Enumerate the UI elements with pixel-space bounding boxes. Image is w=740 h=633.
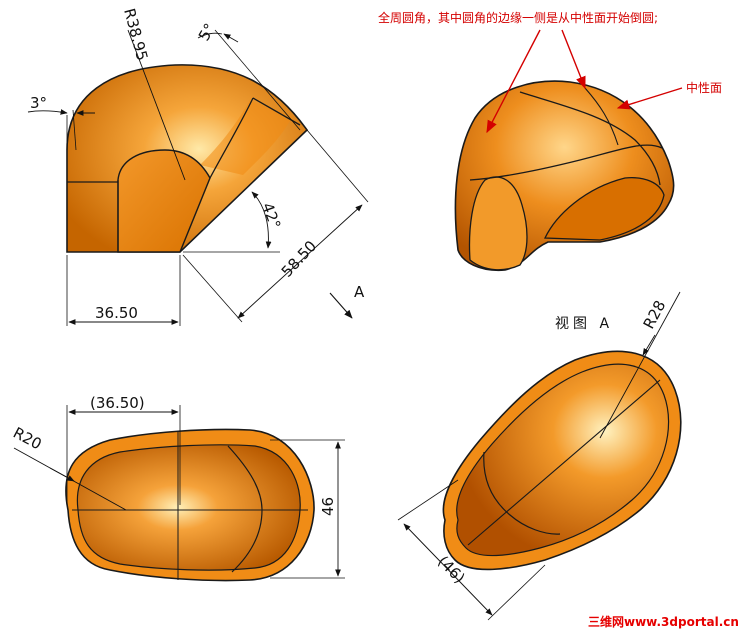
watermark: 三维网www.3dportal.cn <box>588 614 739 629</box>
deg42-arc <box>251 191 272 249</box>
iso-band-line <box>519 91 661 186</box>
r38-label: R38.95 <box>120 6 151 62</box>
deg3-arc <box>27 109 68 115</box>
r28-label: R28 <box>640 297 670 332</box>
note-arrow-2 <box>561 29 586 90</box>
front-view: 36.50 58.50 42° 3° 5° R38.95 A <box>27 6 369 326</box>
isometric-view: 全周圆角，其中圆角的边缘一侧是从中性面开始倒圆; 中性面 <box>378 10 722 272</box>
r38-leader <box>127 29 186 181</box>
d5850-label: 58.50 <box>278 237 320 281</box>
view-a-label: 视图 A <box>555 316 613 332</box>
iso-neutral-line <box>469 144 663 181</box>
r28-leader <box>599 291 681 439</box>
d5850-dimline <box>237 204 363 319</box>
iso-inner-left <box>468 176 528 271</box>
front-view-band <box>200 100 292 175</box>
front-view-flat-face <box>117 149 211 253</box>
d5850-ext-a <box>306 129 369 203</box>
d46-label: 46 <box>319 497 337 516</box>
d46-ref-dimline <box>403 523 493 616</box>
d3650-ref-label: (36.50) <box>90 394 145 412</box>
d46-ref-ext-b <box>487 564 546 621</box>
iso-inner-right <box>543 177 665 241</box>
deg5-arrow <box>223 33 239 43</box>
view-a-arrow-label: A <box>354 283 365 301</box>
d3650-label: 36.50 <box>95 304 138 322</box>
view-a-centerline <box>467 379 661 546</box>
d46-ref-ext-a <box>397 479 459 521</box>
fillet-note: 全周圆角，其中圆角的边缘一侧是从中性面开始倒圆; <box>378 10 658 25</box>
neutral-plane-label: 中性面 <box>686 80 722 95</box>
deg5-arc <box>197 32 223 39</box>
deg5-ref <box>214 29 301 131</box>
neutral-plane-arrow <box>616 87 683 110</box>
deg3-label: 3° <box>30 94 47 112</box>
iso-band-line-2 <box>584 87 619 146</box>
top-view: (36.50) R20 46 <box>10 394 345 582</box>
r20-arrow <box>49 467 75 482</box>
deg5-label: 5° <box>195 20 219 44</box>
note-arrow-1 <box>486 29 541 134</box>
view-a-edge <box>483 451 561 535</box>
deg42-label: 42° <box>258 200 284 231</box>
view-a-arrow <box>329 292 353 319</box>
r28-arrow <box>642 334 656 356</box>
d5850-ext-b <box>182 254 243 323</box>
deg3-ref2 <box>72 109 77 151</box>
view-a: 视图 A R28 (46) <box>397 291 682 621</box>
top-view-dome <box>76 444 301 571</box>
